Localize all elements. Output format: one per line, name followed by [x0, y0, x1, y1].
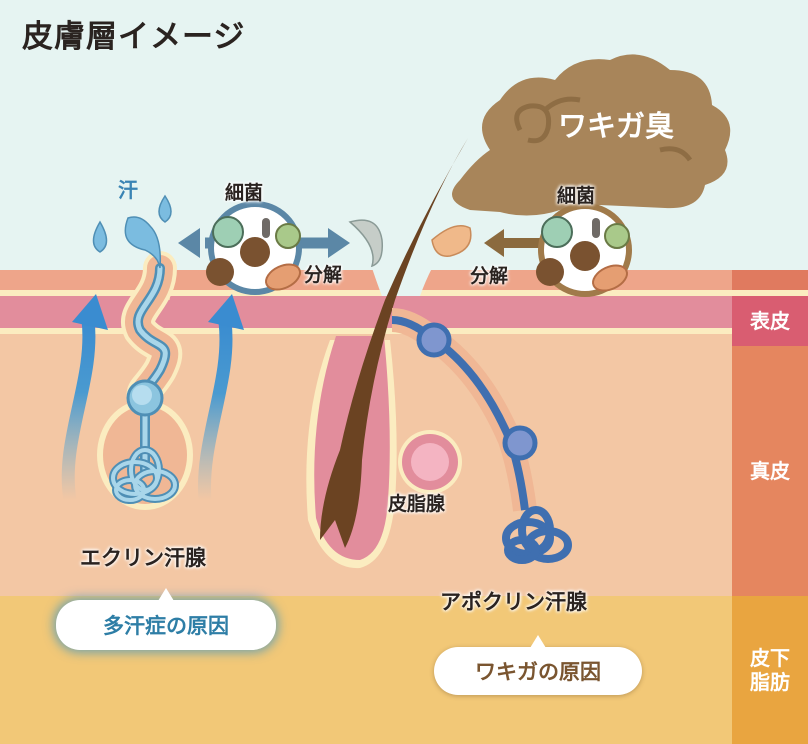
- epidermis-layer-label: 表皮: [750, 309, 790, 333]
- right-decompose-label: 分解: [470, 265, 509, 287]
- subcutaneous-label-line1: 皮下: [750, 646, 790, 670]
- apocrine-gland-label: アポクリン汗腺: [440, 590, 587, 614]
- sweat-drops: [92, 194, 172, 269]
- page-title: 皮膚層イメージ: [22, 19, 246, 55]
- subcutaneous-fat-layer-label: 皮下 脂肪: [732, 596, 808, 744]
- hair-follicle: [306, 138, 468, 569]
- left-bacteria-cluster: [178, 201, 350, 295]
- sweat-label: 汗: [118, 178, 138, 202]
- eccrine-gland-label: エクリン汗腺: [80, 546, 206, 570]
- sebaceous-gland-label: 皮脂腺: [388, 493, 446, 515]
- hyperhidrosis-cause-text: 多汗症の原因: [103, 614, 229, 638]
- sweat-flow-arrows: [61, 294, 244, 502]
- right-bacteria-cluster: [484, 203, 632, 297]
- osmidrosis-cause-text: ワキガの原因: [475, 660, 601, 684]
- right-bacteria-label: 細菌: [557, 185, 596, 207]
- apocrine-gland: [391, 308, 572, 564]
- odor-cloud: [452, 54, 731, 216]
- osmidrosis-cause-bubble: ワキガの原因: [434, 635, 642, 695]
- layer-side-bar: [732, 270, 808, 744]
- left-bacteria-label: 細菌: [225, 182, 264, 204]
- sebaceous-gland: [398, 430, 462, 494]
- eccrine-gland: [97, 251, 193, 510]
- odor-label: ワキガ臭: [558, 109, 675, 143]
- hyperhidrosis-cause-bubble: 多汗症の原因: [56, 588, 276, 650]
- dermis-layer-label: 真皮: [750, 459, 790, 483]
- subcutaneous-label-line2: 脂肪: [750, 670, 790, 694]
- left-decompose-label: 分解: [304, 264, 343, 286]
